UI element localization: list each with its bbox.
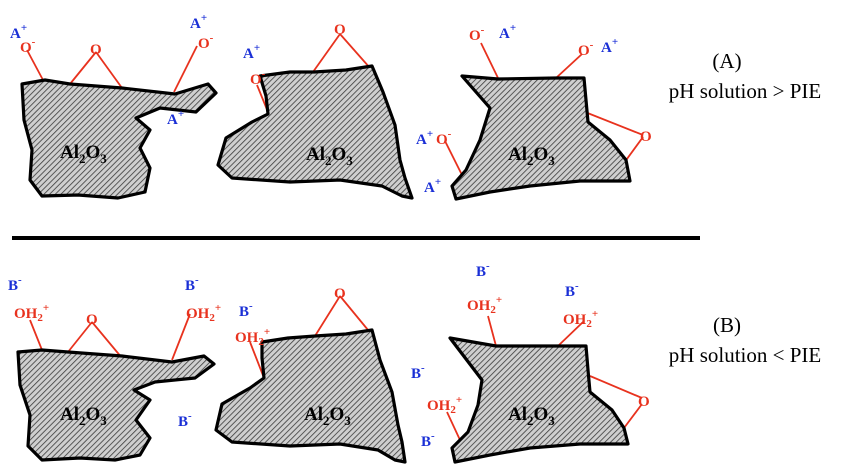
- panel-a-formula-2: Al2O3: [306, 144, 353, 168]
- panel-b-bridge-oxygen: O: [86, 312, 98, 328]
- panel-a-cation: A+: [10, 22, 27, 42]
- panel-b-particle-3: [448, 336, 630, 464]
- panel-a-bridge-oxygen: O: [640, 129, 652, 145]
- panel-a-oxide: O-: [20, 36, 36, 56]
- panel-b-anion: B-: [239, 300, 253, 320]
- panel-a-cation: A+: [601, 36, 618, 56]
- panel-a-particle-3: [450, 74, 632, 201]
- panel-a-particle-1: [20, 78, 218, 200]
- panel-a-bridge-oxygen: O: [90, 42, 102, 58]
- panel-b-anion: B-: [178, 410, 192, 430]
- panel-a-oxide: O-: [198, 32, 214, 52]
- panel-a-oxide: O-: [250, 68, 266, 88]
- panel-b-bonds: [29, 295, 643, 441]
- panel-b-hydroxonium: OH2+: [427, 394, 462, 416]
- panel-a-cation: A+: [190, 12, 207, 32]
- panel-a-particle-2: [216, 64, 414, 200]
- panel-a-condition: pH solution > PIE: [669, 79, 821, 103]
- panel-b-bridge-oxygen: O: [334, 286, 346, 302]
- panel-b-formula-2: Al2O3: [304, 404, 351, 428]
- panel-a-oxide: O-: [578, 39, 594, 59]
- panel-b-formula-3: Al2O3: [508, 404, 555, 428]
- panel-a-cation: A+: [499, 22, 516, 42]
- panel-b-particle-2: [214, 328, 407, 464]
- panel-a-bridge-oxygen: O: [334, 22, 346, 38]
- panel-a-oxide: O-: [436, 128, 452, 148]
- panel-b-anion: B-: [476, 260, 490, 280]
- panel-b-anion: B-: [185, 274, 199, 294]
- panel-b-hydroxonium: OH2+: [467, 294, 502, 316]
- panel-b-hydroxonium: OH2+: [14, 302, 49, 324]
- panel-a-cation: A+: [416, 128, 433, 148]
- panel-b-hydroxonium: OH2+: [186, 302, 221, 324]
- panel-a-oxide: O-: [469, 24, 485, 44]
- panel-a-cation: A+: [243, 42, 260, 62]
- panel-b-hydroxonium: OH2+: [235, 326, 270, 348]
- panel-b-bridge-oxygen: O: [638, 394, 650, 410]
- panel-b-anion: B-: [411, 362, 425, 382]
- panel-b-formula-1: Al2O3: [60, 404, 107, 428]
- panel-a-cation: A+: [424, 176, 441, 196]
- panel-a-formula-1: Al2O3: [60, 142, 107, 166]
- panel-b-label: (B): [713, 313, 741, 337]
- panel-a-cation: A+: [167, 108, 184, 128]
- panel-b-condition: pH solution < PIE: [669, 343, 821, 367]
- panel-b-anion: B-: [421, 430, 435, 450]
- panel-a-label: (A): [712, 49, 741, 73]
- panel-a: Al2O3 Al2O3 Al2O3 A+ A+ A+ A+ A+ A+ A+ A…: [10, 12, 821, 201]
- panel-a-formula-3: Al2O3: [508, 144, 555, 168]
- panel-b-particle-1: [16, 348, 216, 462]
- panel-a-bonds: [26, 33, 644, 176]
- panel-b-anion: B-: [565, 280, 579, 300]
- panel-b-hydroxonium: OH2+: [563, 308, 598, 330]
- panel-b-anion: B-: [8, 274, 22, 294]
- panel-b: Al2O3 Al2O3 Al2O3 B- B- B- B- B- B- B- B…: [8, 260, 821, 464]
